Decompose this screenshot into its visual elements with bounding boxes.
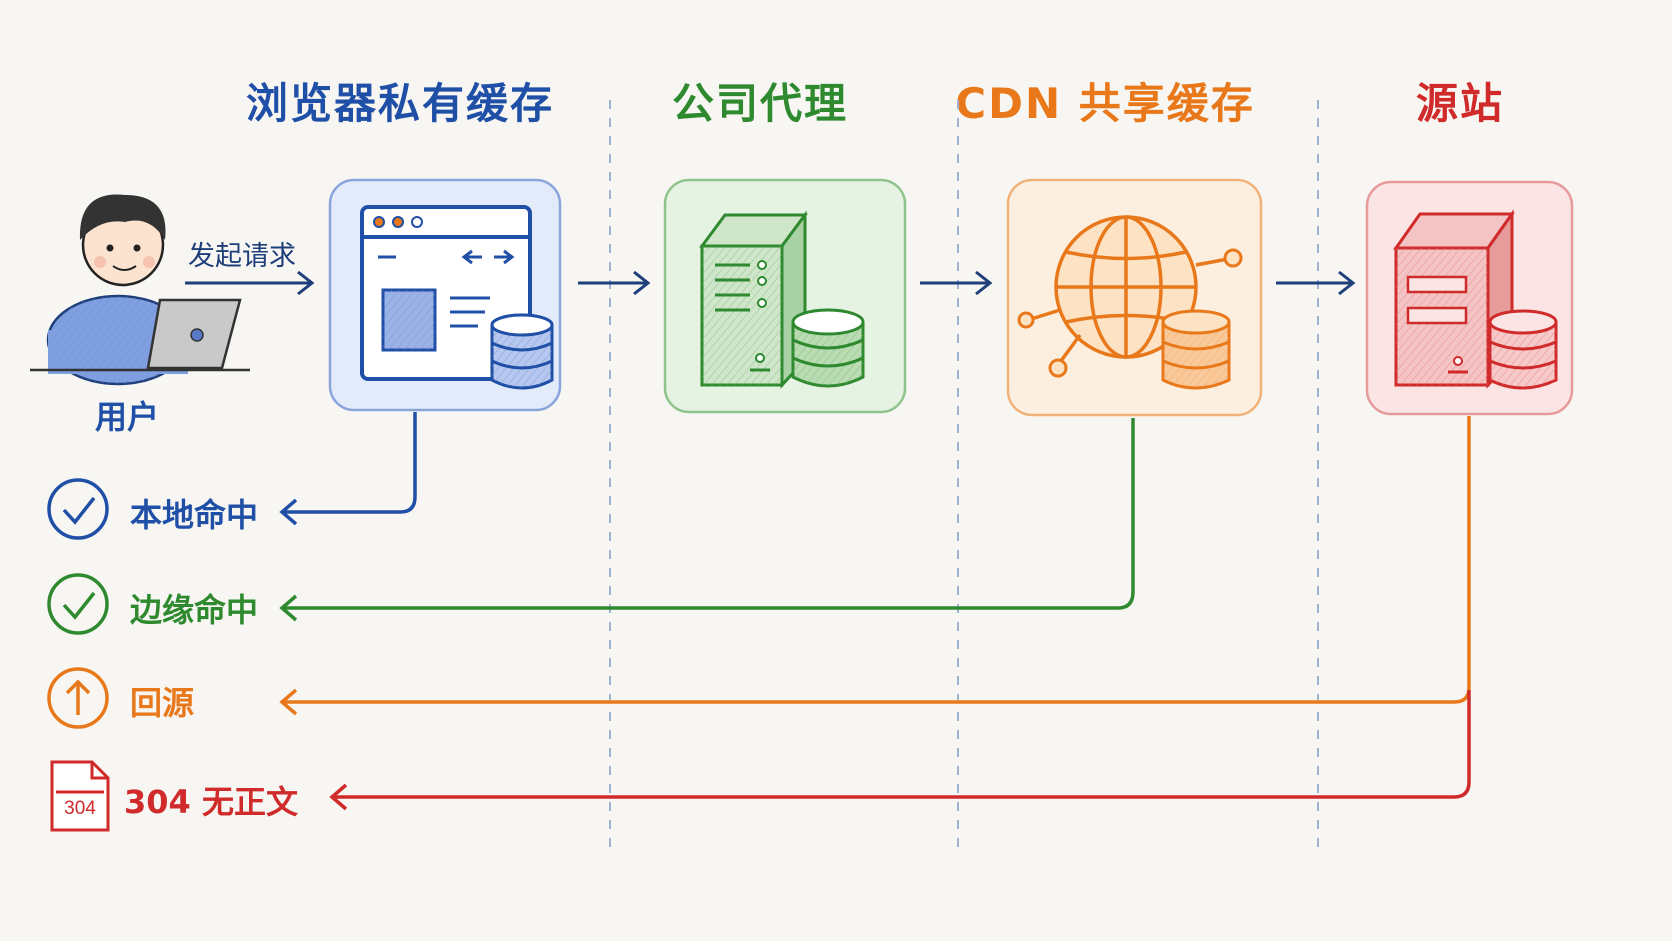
response-edge-hit-label: 边缘命中 [130, 591, 259, 629]
return-path-origin-fetch [279, 416, 1471, 716]
request-label: 发起请求 [188, 241, 296, 272]
origin-box [1365, 180, 1574, 416]
browser-cache-box [328, 178, 562, 412]
return-path-local-hit [279, 412, 417, 526]
document-304-badge: 304 [64, 798, 96, 819]
user-avatar-icon [30, 194, 250, 386]
response-304-label: 304 无正文 [124, 783, 298, 821]
cdn-cache-box [1006, 178, 1263, 417]
response-local-hit-label: 本地命中 [130, 496, 259, 534]
title-company-proxy: 公司代理 [671, 79, 849, 128]
title-origin: 源站 [1415, 79, 1505, 128]
return-path-304 [329, 690, 1471, 811]
return-path-edge-hit [279, 418, 1135, 622]
title-cdn-cache: CDN 共享缓存 [955, 79, 1255, 128]
check-circle-icon [47, 478, 109, 540]
arrow-proxy-to-cdn [920, 270, 993, 296]
arrow-up-circle-icon [47, 667, 109, 729]
origin-database-icon [1488, 309, 1558, 390]
response-origin-fetch-label: 回源 [130, 684, 195, 722]
document-304-icon [50, 760, 110, 832]
browser-database-icon [490, 313, 554, 390]
request-arrow [185, 270, 315, 296]
company-proxy-box [663, 178, 907, 414]
proxy-database-icon [791, 308, 865, 388]
title-browser-cache: 浏览器私有缓存 [245, 79, 555, 128]
cdn-database-icon [1161, 309, 1231, 390]
check-circle-icon [47, 573, 109, 635]
arrow-cdn-to-origin [1276, 270, 1356, 296]
arrow-browser-to-proxy [578, 270, 651, 296]
user-label: 用户 [95, 398, 160, 436]
